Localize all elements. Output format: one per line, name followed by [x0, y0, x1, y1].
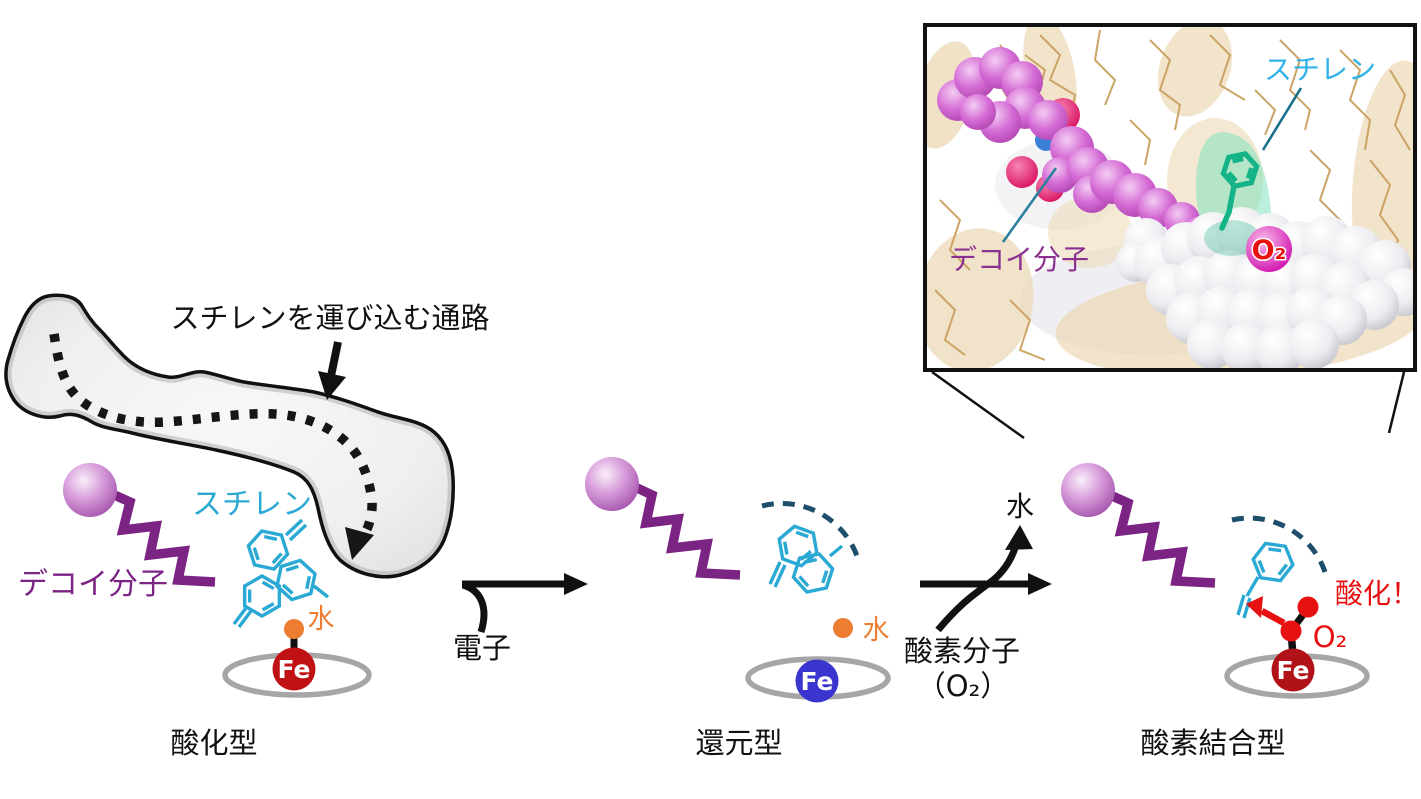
fe-atom-3 — [1271, 648, 1315, 692]
oxygen-molecule-label-line2: （O₂） — [917, 669, 1009, 703]
inset-styrene-pointer-line — [1261, 87, 1303, 151]
oxidation-attack-arrowhead — [1246, 596, 1263, 618]
water-label-1: 水 — [308, 604, 335, 635]
state1-oxidized: Fe 水 — [63, 463, 372, 698]
transition-electron-arrow — [461, 573, 588, 634]
styrene-molecule-3 — [1236, 540, 1297, 619]
o2-label-3: O₂ — [1313, 620, 1347, 654]
decoy-head-1 — [63, 463, 117, 517]
inset-callout-line-left — [931, 370, 1025, 440]
oxidation-attack-arrow-line — [1260, 608, 1286, 626]
inset-decoy-pointer-line — [1001, 167, 1058, 243]
channel-blob-outline — [4, 293, 455, 579]
state3-name-label: 酸素結合型 — [1140, 726, 1285, 760]
state2-name-label: 還元型 — [695, 726, 782, 760]
fe-atom-2 — [795, 659, 839, 703]
oxygen-molecule-label-line1: 酸素分子 — [904, 634, 1020, 668]
o2-atom-upper — [1297, 596, 1319, 618]
decoy-tail-3 — [1108, 490, 1216, 588]
channel-blob-shape — [6, 295, 454, 577]
styrene-channel-blob — [4, 293, 455, 579]
transition2-water-label: 水 — [1006, 490, 1034, 523]
inset-styrene-sticks — [1220, 152, 1259, 231]
inset-styrene-label: スチレン — [1264, 53, 1376, 86]
inset-decoy-label: デコイ分子 — [949, 243, 1089, 276]
fe-label-1: Fe — [277, 655, 310, 684]
fe-label-2: Fe — [800, 667, 833, 696]
decoy-tail-2 — [632, 482, 741, 580]
water-label-2: 水 — [863, 615, 890, 646]
inset-o2-label: O₂ — [1252, 235, 1287, 266]
styrene-molecules-2 — [768, 521, 844, 596]
channel-label: スチレンを運び込む通路 — [170, 301, 489, 335]
state1-name-label: 酸化型 — [170, 726, 257, 760]
channel-dotted-path-arrowhead — [345, 527, 374, 560]
decoy-head-2 — [585, 457, 639, 511]
oxidation-label: 酸化！ — [1335, 577, 1419, 610]
o2-atom-lower — [1280, 620, 1302, 642]
water-molecule-2 — [833, 618, 853, 638]
water-molecule-1 — [284, 619, 304, 639]
inset-border — [923, 23, 1417, 372]
decoy-label-main: デコイ分子 — [18, 567, 168, 602]
electron-label: 電子 — [453, 631, 511, 665]
inset-panel: O₂ スチレン デコイ分子 — [923, 23, 1417, 440]
decoy-molecule-spheres — [937, 47, 1214, 244]
channel-dotted-path — [49, 333, 377, 536]
styrene-molecules-1 — [232, 518, 330, 629]
styrene-label-main: スチレン — [192, 487, 312, 522]
inset-callout-line-right — [1387, 371, 1406, 434]
fe-atom-1 — [272, 647, 316, 691]
pocket-front-tint — [1204, 220, 1260, 256]
state3-oxygen-bound: Fe O₂ 酸化！ — [1061, 463, 1419, 699]
channel-label-arrow — [318, 341, 346, 400]
decoy-head-3 — [1061, 463, 1115, 517]
state2-reduced: Fe 水 — [585, 457, 891, 703]
pocket-arc-2 — [761, 501, 860, 557]
fe-label-3: Fe — [1276, 656, 1309, 685]
transition-oxygen-arrow — [920, 525, 1052, 633]
inset-o2-sphere — [1246, 226, 1292, 272]
inset-content: O₂ スチレン デコイ分子 — [925, 25, 1415, 370]
decoy-tail-1 — [110, 489, 216, 587]
